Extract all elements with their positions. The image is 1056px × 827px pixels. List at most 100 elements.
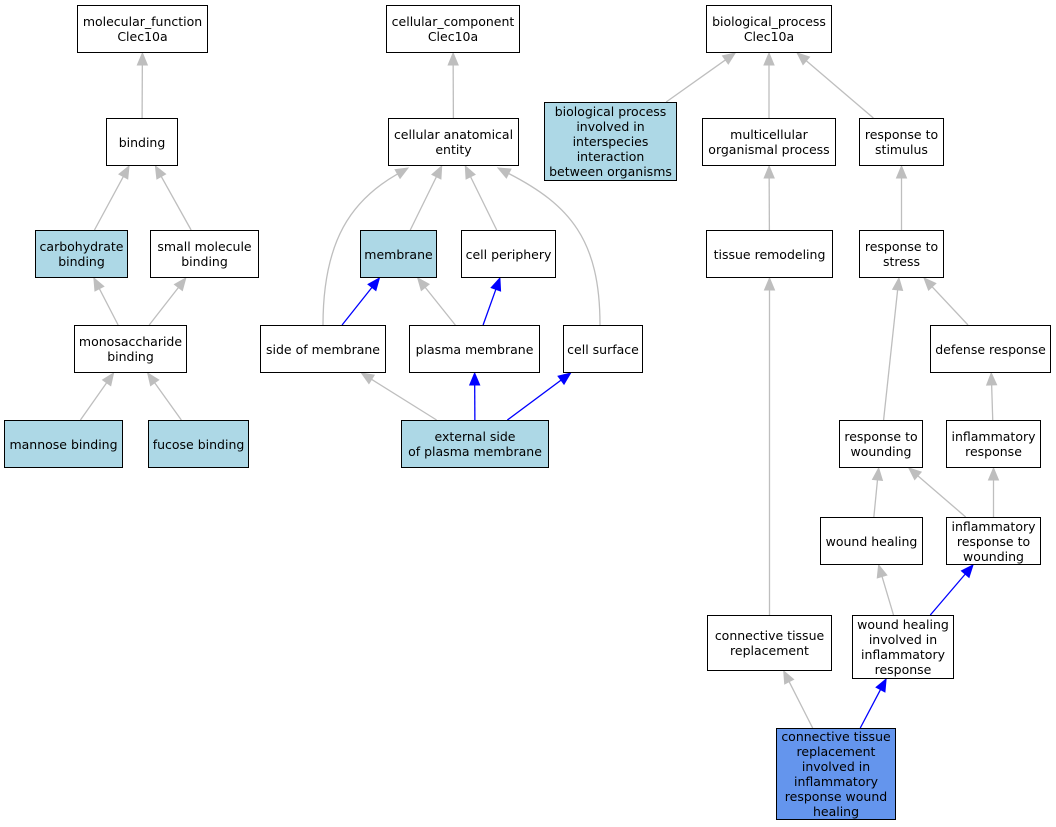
go-term-node-mannose-binding[interactable]: mannose binding <box>4 420 123 468</box>
edge-line <box>79 382 108 421</box>
edge-arrowhead <box>360 372 376 385</box>
edge-line <box>665 59 726 103</box>
edge-line <box>93 176 124 231</box>
edge-line <box>990 384 994 421</box>
edge-line <box>882 289 899 421</box>
edge-arrowhead <box>875 677 887 693</box>
edge-line <box>482 289 497 326</box>
edge-monosacch_binding-to-carb_binding <box>93 276 119 326</box>
go-term-node-bp-root[interactable]: biological_process Clec10a <box>706 5 832 53</box>
go-term-node-binding[interactable]: binding <box>106 118 178 166</box>
go-term-node-inflam-resp-wound[interactable]: inflammatory response to wounding <box>946 517 1041 565</box>
edge-arrowhead <box>891 276 904 292</box>
go-term-node-plasma-membrane[interactable]: plasma membrane <box>409 325 540 373</box>
go-term-node-wh-inflam[interactable]: wound healing involved in inflammatory r… <box>852 615 954 679</box>
edge-arrowhead <box>985 371 998 386</box>
edge-arrowhead <box>367 276 381 292</box>
go-term-node-small-mol-binding[interactable]: small molecule binding <box>150 230 259 278</box>
edge-arrowhead <box>907 467 923 481</box>
edge-arrowhead <box>154 164 167 180</box>
edge-wh_inflam-to-inflam_resp_wound <box>929 564 974 616</box>
edge-arrowhead <box>871 466 884 482</box>
edge-line <box>98 288 119 326</box>
go-term-node-monosacch-binding[interactable]: monosaccharide binding <box>74 325 187 373</box>
edge-inflam_resp_wound-to-resp_wounding <box>907 467 967 518</box>
go-term-node-tissue-remodel[interactable]: tissue remodeling <box>706 230 833 278</box>
edge-conn_tissue_repl-to-tissue_remodel <box>763 276 776 615</box>
edge-multicell_proc-to-bp_root <box>763 51 775 118</box>
edge-ext_side_pm-to-plasma_membrane <box>468 371 481 421</box>
edge-inflam_resp_wound-to-inflam_resp <box>987 466 1000 517</box>
go-term-node-cc-root[interactable]: cellular_component Clec10a <box>386 5 520 53</box>
edge-wh_inflam-to-wound_healing <box>876 563 895 616</box>
edge-cell_periphery-to-cell_anat_entity <box>464 164 498 231</box>
edge-side_of_membrane-to-membrane <box>341 276 381 326</box>
edge-arrowhead <box>447 51 459 66</box>
edge-ctr_inflam_wh-to-conn_tissue_repl <box>783 669 814 729</box>
edge-cell_surface-to-cell_anat_entity <box>496 167 601 326</box>
go-term-node-mf-root[interactable]: molecular_function Clec10a <box>77 5 208 53</box>
edge-wound_healing-to-resp_wounding <box>871 466 884 518</box>
edge-line <box>859 689 882 729</box>
go-term-node-inflam-resp[interactable]: inflammatory response <box>946 420 1041 468</box>
go-term-node-resp-wounding[interactable]: response to wounding <box>839 420 923 468</box>
edge-line <box>788 681 814 729</box>
edge-arrowhead <box>721 52 737 65</box>
go-term-node-side-of-membrane[interactable]: side of membrane <box>260 325 386 373</box>
edge-arrowhead <box>136 51 149 66</box>
go-term-node-conn-tissue-repl[interactable]: connective tissue replacement <box>707 615 832 671</box>
go-term-node-bp-interspecies[interactable]: biological process involved in interspec… <box>544 102 677 181</box>
edge-monosacch_binding-to-small_mol_binding <box>148 276 187 326</box>
edge-mannose_binding-to-monosacch_binding <box>79 371 115 421</box>
go-term-node-cell-surface[interactable]: cell surface <box>563 325 643 373</box>
edge-line <box>873 479 879 518</box>
go-term-node-fucose-binding[interactable]: fucose binding <box>148 420 249 468</box>
edge-arrowhead <box>118 164 130 180</box>
edge-ext_side_pm-to-cell_surface <box>506 372 572 421</box>
edge-line <box>931 286 969 326</box>
edge-arrowhead <box>923 277 937 292</box>
edge-ctr_inflam_wh-to-wh_inflam <box>859 677 887 729</box>
edge-arrowhead <box>557 372 572 386</box>
edge-side_of_membrane-to-cell_anat_entity <box>322 167 410 326</box>
edge-arrowhead <box>960 564 974 579</box>
edge-arrowhead <box>763 164 775 179</box>
edge-ext_side_pm-to-side_of_membrane <box>360 372 437 421</box>
edge-arrowhead <box>146 371 160 387</box>
edge-line <box>341 286 373 326</box>
go-term-node-membrane[interactable]: membrane <box>360 230 437 278</box>
edge-arrowhead <box>876 563 888 579</box>
edge-arrowhead <box>895 164 908 179</box>
edge-line <box>371 378 437 421</box>
edge-small_mol_binding-to-binding <box>154 164 192 231</box>
go-term-node-ext-side-pm[interactable]: external side of plasma membrane <box>401 420 549 468</box>
go-term-node-carb-binding[interactable]: carbohydrate binding <box>35 230 128 278</box>
edge-cell_anat_entity-to-cc_root <box>447 51 459 119</box>
edge-plasma_membrane-to-membrane <box>416 276 456 326</box>
edge-line <box>805 60 874 119</box>
edge-line <box>409 176 438 231</box>
edge-line <box>917 475 967 518</box>
go-term-node-multicell-proc[interactable]: multicellular organismal process <box>702 118 836 166</box>
go-term-node-wound-healing[interactable]: wound healing <box>820 517 923 565</box>
go-term-node-ctr-inflam-wh[interactable]: connective tissue replacement involved i… <box>776 728 896 820</box>
edge-arrowhead <box>783 669 795 685</box>
edge-line <box>322 173 398 326</box>
edge-line <box>154 382 182 421</box>
edge-binding-to-mf_root <box>136 51 149 119</box>
edge-tissue_remodel-to-multicell_proc <box>763 164 775 231</box>
edge-arrowhead <box>464 164 476 180</box>
edge-defense_resp-to-resp_stress <box>923 277 969 326</box>
edge-arrowhead <box>796 52 811 66</box>
go-term-node-resp-stimulus[interactable]: response to stimulus <box>859 118 944 166</box>
go-term-node-defense-resp[interactable]: defense response <box>930 325 1051 373</box>
go-term-node-resp-stress[interactable]: response to stress <box>859 230 944 278</box>
go-term-node-cell-periphery[interactable]: cell periphery <box>461 230 556 278</box>
edge-arrowhead <box>987 466 1000 481</box>
edge-plasma_membrane-to-cell_periphery <box>482 276 502 326</box>
go-term-node-cell-anat-entity[interactable]: cellular anatomical entity <box>388 118 519 166</box>
edge-arrowhead <box>173 276 187 292</box>
edge-resp_wounding-to-resp_stress <box>882 276 904 421</box>
edge-bp_interspecies-to-bp_root <box>665 52 737 103</box>
